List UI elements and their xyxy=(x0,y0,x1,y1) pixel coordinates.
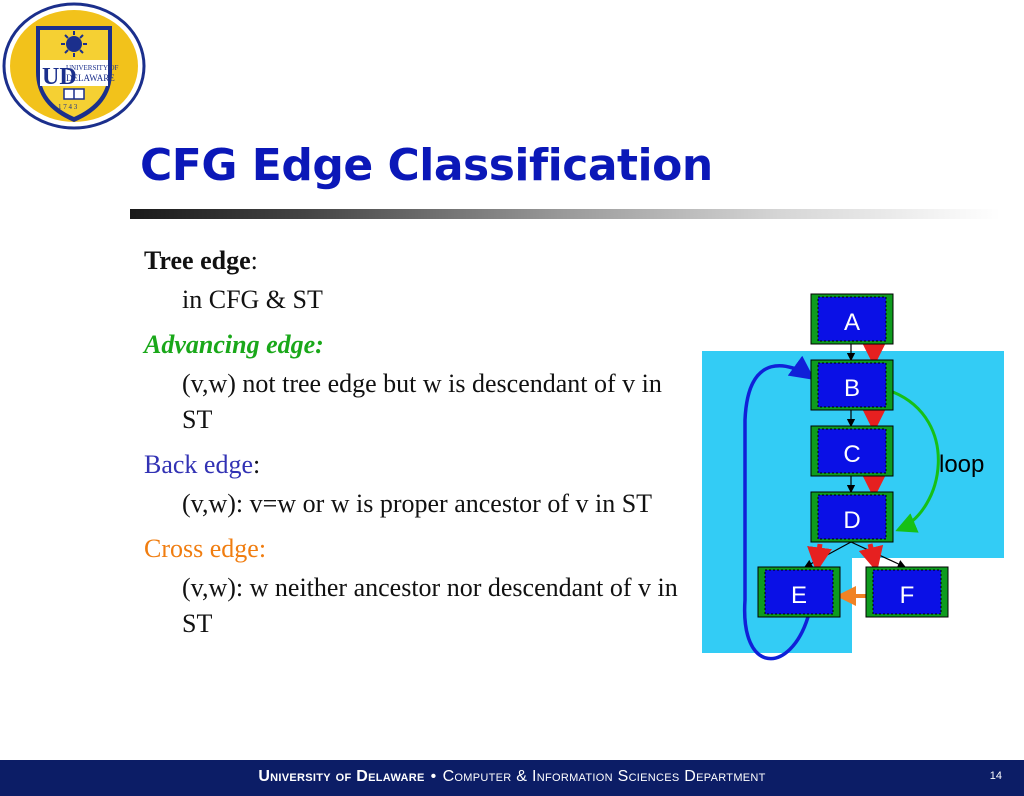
footer-text: University of Delaware • Computer & Inform… xyxy=(0,768,1024,786)
cross-edge-description: (v,w): w neither ancestor nor descendant… xyxy=(182,573,678,638)
node-b: B xyxy=(810,359,894,411)
node-d-label: D xyxy=(843,507,860,534)
cross-edge-colon: : xyxy=(258,534,267,563)
node-d: D xyxy=(810,491,894,543)
node-e: E xyxy=(757,566,841,618)
footer-department: Computer & Information Sciences Departme… xyxy=(442,768,766,785)
cross-edge-term: Cross edge xyxy=(144,534,259,563)
node-a-label: A xyxy=(844,309,860,336)
logo-text-main: DELAWARE xyxy=(66,73,115,83)
edge-classification-list: Tree edge: in CFG & ST Advancing edge: (… xyxy=(144,240,684,648)
slide-title: CFG Edge Classification xyxy=(140,140,713,191)
advancing-edge-loop xyxy=(892,390,940,533)
node-c-label: C xyxy=(843,441,860,468)
logo-monogram: UD xyxy=(42,64,77,90)
title-underline xyxy=(130,209,1000,219)
footer-university: University of Delaware xyxy=(258,768,425,785)
page-number: 14 xyxy=(989,770,1002,782)
advancing-edge-heading: Advancing edge: xyxy=(144,324,684,366)
back-edge-term: Back edge xyxy=(144,450,254,479)
tree-edge-d-f xyxy=(858,543,884,573)
sun-icon xyxy=(66,36,82,52)
footer-bar: University of Delaware • Computer & Inform… xyxy=(0,760,1024,796)
node-b-label: B xyxy=(844,375,860,402)
node-a: A xyxy=(810,293,894,345)
node-f-label: F xyxy=(900,582,915,609)
tree-edge-colon: : xyxy=(250,246,258,275)
node-f: F xyxy=(865,566,949,618)
back-edge-description: (v,w): v=w or w is proper ancestor of v … xyxy=(182,489,653,518)
loop-label: loop xyxy=(939,451,984,478)
back-edge-e-b xyxy=(742,355,815,661)
cross-edge-heading: Cross edge: xyxy=(144,528,684,570)
tree-edge-term: Tree edge xyxy=(144,246,251,275)
advancing-edge-description: (v,w) not tree edge but w is descendant … xyxy=(182,369,662,434)
back-edge-colon: : xyxy=(253,450,261,479)
logo-year: 1 7 4 3 xyxy=(58,103,78,111)
advancing-edge-term: Advancing edge: xyxy=(144,330,324,359)
footer-bullet: • xyxy=(430,768,437,785)
tree-edge-heading: Tree edge: xyxy=(144,240,684,282)
tree-edge-d-e xyxy=(807,543,832,573)
cfg-diagram: A B C D E F loop xyxy=(702,293,1004,661)
university-logo: UD UNIVERSITY OF DELAWARE 1 7 4 3 xyxy=(2,2,146,130)
back-edge-heading: Back edge: xyxy=(144,444,684,486)
tree-edge-description: in CFG & ST xyxy=(182,285,323,314)
node-c: C xyxy=(810,425,894,477)
logo-text-top: UNIVERSITY OF xyxy=(66,64,119,72)
node-e-label: E xyxy=(791,582,807,609)
